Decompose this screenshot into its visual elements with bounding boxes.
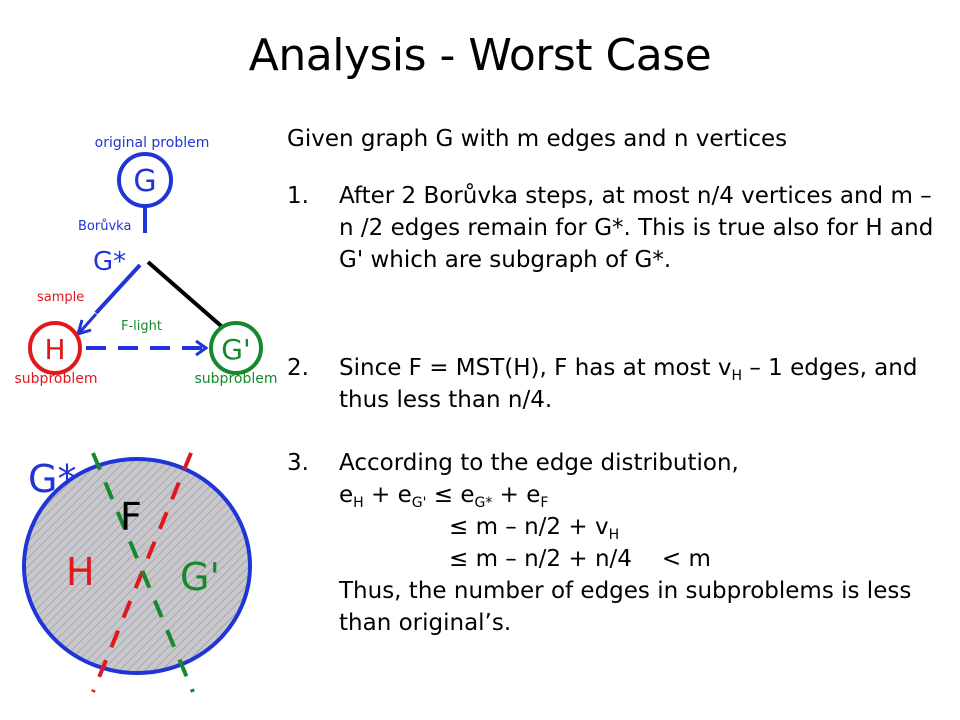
boruvka-edge-label: Borůvka [78,219,131,234]
list-item: 2. Since F = MST(H), F has at most vH – … [287,352,937,416]
flight-edge-label: F-light [121,319,162,334]
list-item: 3. According to the edge distribution, e… [287,447,937,639]
h-subproblem-caption: subproblem [15,371,98,387]
f-venn-label: F [120,495,142,539]
flight-arrowhead [195,339,209,357]
node-h-circle [28,321,82,375]
node-h-label: H [44,333,65,366]
item-text: According to the edge distribution, [339,450,739,476]
sample-edge-label: sample [37,290,84,305]
node-gstar-label: G* [93,247,126,277]
item-text: Since F = MST(H), F has at most vH – 1 e… [339,355,918,413]
item-number: 3. [287,450,309,476]
green-dashed-cut [91,452,195,693]
intro-text: Given graph G with m edges and n vertice… [287,126,788,152]
sample-edge [94,263,142,315]
gstar-ellipse [22,457,252,675]
node-g-label: G [133,164,156,199]
node-gprime-label: G' [221,333,250,366]
item-number: 2. [287,355,309,381]
node-g-circle [117,152,173,208]
conclusion-text: Thus, the number of edges in subproblems… [339,578,912,636]
equation-line-1: eH + eG' ≤ eG* + eF [339,482,549,511]
node-gprime-circle [209,321,263,375]
equation-line-3: ≤ m – n/2 + n/4< m [449,546,711,572]
slide-title: Analysis - Worst Case [248,30,712,81]
gprime-venn-label: G' [180,555,220,599]
list-item: 1. After 2 Borůvka steps, at most n/4 ve… [287,180,937,276]
gstar-to-gprime-edge [146,260,230,334]
h-venn-label: H [66,550,95,594]
partition-diagram: G* F H G' [22,452,252,693]
equation-line-2: ≤ m – n/2 + vH [449,514,620,543]
gstar-venn-label: G* [28,457,76,501]
item-number: 1. [287,183,309,209]
original-problem-caption: original problem [95,135,210,151]
gprime-subproblem-caption: subproblem [195,371,278,387]
problem-tree-diagram: original problem G Borůvka G* sample H F… [15,135,278,387]
item-text: After 2 Borůvka steps, at most n/4 verti… [339,183,934,273]
